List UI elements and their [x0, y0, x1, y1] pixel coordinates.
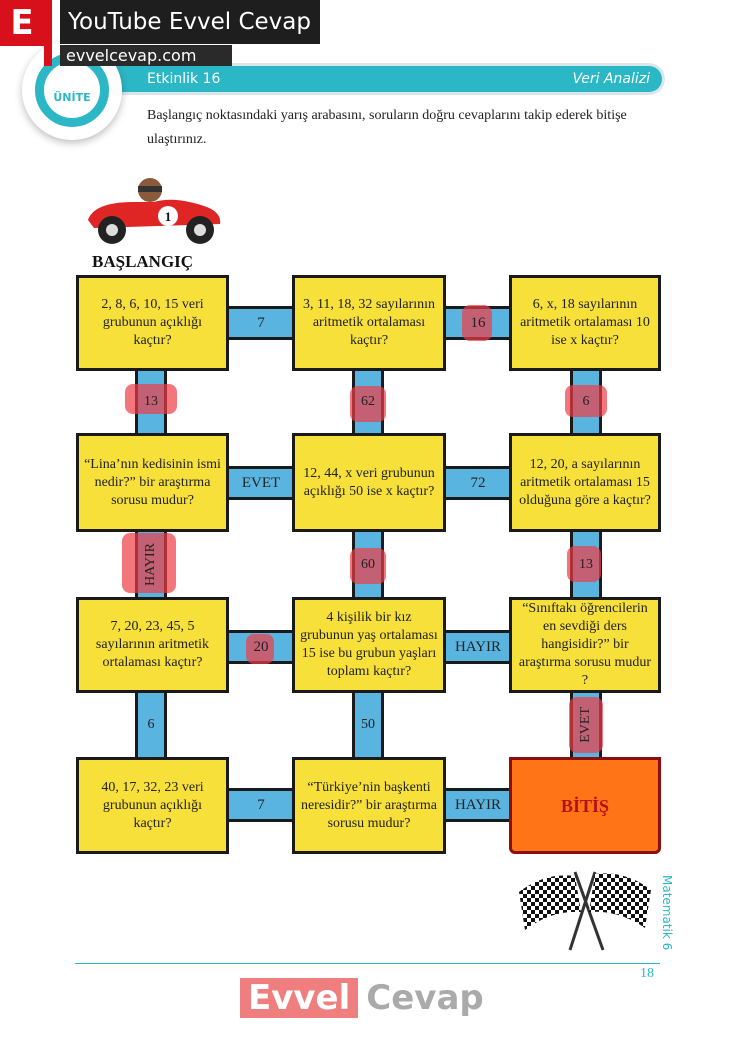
subject-label: Matematik 6: [660, 875, 674, 951]
answer-label: 6: [147, 717, 155, 732]
answer-highlight: [246, 634, 274, 664]
answer-highlight: [350, 548, 386, 584]
question-text: “Türkiye’nin başkenti neresidir?” bir ar…: [300, 779, 438, 831]
question-box: 40, 17, 32, 23 veri grubunun açıklığı ka…: [76, 757, 229, 854]
evvel-logo-badge: E: [0, 0, 44, 46]
answer-label: EVET: [241, 474, 281, 491]
question-box: 7, 20, 23, 45, 5 sayılarının aritmetik o…: [76, 597, 229, 693]
question-box: 12, 20, a sayılarının aritmetik ortalama…: [509, 433, 661, 532]
answer-label: 6: [582, 394, 590, 409]
evvel-cevap-brand: Evvel Cevap: [240, 978, 484, 1018]
topic-label: Veri Analizi: [572, 71, 650, 87]
question-box: “Lina’nın kedisinin ismi nedir?” bir ara…: [76, 433, 229, 532]
question-box: “Türkiye’nin başkenti neresidir?” bir ar…: [292, 757, 446, 854]
answer-highlight: [565, 385, 607, 417]
question-box: 2, 8, 6, 10, 15 veri grubunun açıklığı k…: [76, 275, 229, 371]
question-box: 3, 11, 18, 32 sayılarının aritmetik orta…: [292, 275, 446, 371]
connector-answer: 50: [352, 690, 384, 760]
answer-label: HAYIR: [143, 543, 158, 587]
car-number: 1: [165, 209, 172, 224]
instruction-text: Başlangıç noktasındaki yarış arabasını, …: [147, 108, 627, 147]
race-car-icon: 1: [84, 172, 224, 248]
answer-label: 62: [361, 394, 375, 409]
question-text: 6, x, 18 sayılarının aritmetik ortalamas…: [520, 297, 650, 348]
checkered-flags-icon: [515, 862, 655, 952]
answer-label: 13: [144, 394, 158, 409]
start-label: BAŞLANGIÇ: [92, 252, 194, 271]
connector-answer: 72: [443, 466, 513, 500]
answer-label: 72: [470, 474, 486, 491]
question-box: 4 kişilik bir kız grubunun yaş ortalamas…: [292, 597, 446, 693]
answer-highlight: [569, 697, 603, 753]
question-box: 12, 44, x veri grubunun açıklığı 50 ise …: [292, 433, 446, 532]
connector-answer: 7: [226, 306, 296, 340]
connector-answer: 7: [226, 788, 296, 822]
question-text: 2, 8, 6, 10, 15 veri grubunun açıklığı k…: [101, 297, 204, 348]
question-text: 12, 20, a sayılarının aritmetik ortalama…: [519, 456, 651, 508]
answer-label: EVET: [578, 707, 593, 743]
connector-answer: HAYIR: [443, 788, 513, 822]
footer-line: [75, 963, 660, 964]
logo-stripe: [44, 0, 52, 66]
brand-evvel: Evvel: [240, 978, 359, 1018]
finish-box: BİTİŞ: [509, 757, 661, 854]
page-number: 18: [640, 966, 654, 981]
answer-highlight: [462, 305, 492, 341]
answer-highlight: [567, 546, 601, 582]
activity-label: Etkinlik 16: [147, 71, 221, 87]
overlay-site[interactable]: evvelcevap.com: [60, 45, 232, 66]
answer-label: 16: [470, 314, 486, 331]
answer-highlight: [125, 384, 177, 414]
question-text: 12, 44, x veri grubunun açıklığı 50 ise …: [303, 465, 435, 499]
overlay-title: YouTube Evvel Cevap: [60, 0, 320, 44]
question-text: “Sınıftakı öğrencilerin en sevdiği ders …: [518, 601, 652, 688]
answer-highlight: [350, 386, 386, 422]
answer-label: 50: [361, 717, 375, 732]
question-text: 7, 20, 23, 45, 5 sayılarının aritmetik o…: [95, 619, 210, 670]
answer-label: 7: [257, 796, 265, 813]
question-text: “Lina’nın kedisinin ismi nedir?” bir ara…: [84, 456, 221, 508]
answer-label: 60: [361, 557, 375, 572]
question-text: 40, 17, 32, 23 veri grubunun açıklığı ka…: [101, 779, 204, 831]
brand-cevap: Cevap: [366, 978, 484, 1018]
answer-label: HAYIR: [454, 796, 502, 813]
answer-label: HAYIR: [454, 638, 502, 655]
logo-letter: E: [10, 3, 34, 43]
connector-answer: EVET: [226, 466, 296, 500]
question-box: “Sınıftakı öğrencilerin en sevdiği ders …: [509, 597, 661, 693]
connector-answer: HAYIR: [443, 630, 513, 664]
header-bar: [95, 66, 662, 92]
answer-highlight: [122, 533, 176, 593]
question-text: 3, 11, 18, 32 sayılarının aritmetik orta…: [302, 297, 436, 348]
finish-label: BİTİŞ: [560, 795, 610, 816]
answer-label: 20: [253, 638, 269, 655]
question-text: 4 kişilik bir kız grubunun yaş ortalamas…: [300, 610, 438, 679]
question-box: 6, x, 18 sayılarının aritmetik ortalamas…: [509, 275, 661, 371]
unit-label: ÜNİTE: [53, 90, 91, 104]
answer-label: 7: [257, 314, 265, 331]
connector-answer: 6: [135, 690, 167, 760]
answer-label: 13: [579, 557, 593, 572]
